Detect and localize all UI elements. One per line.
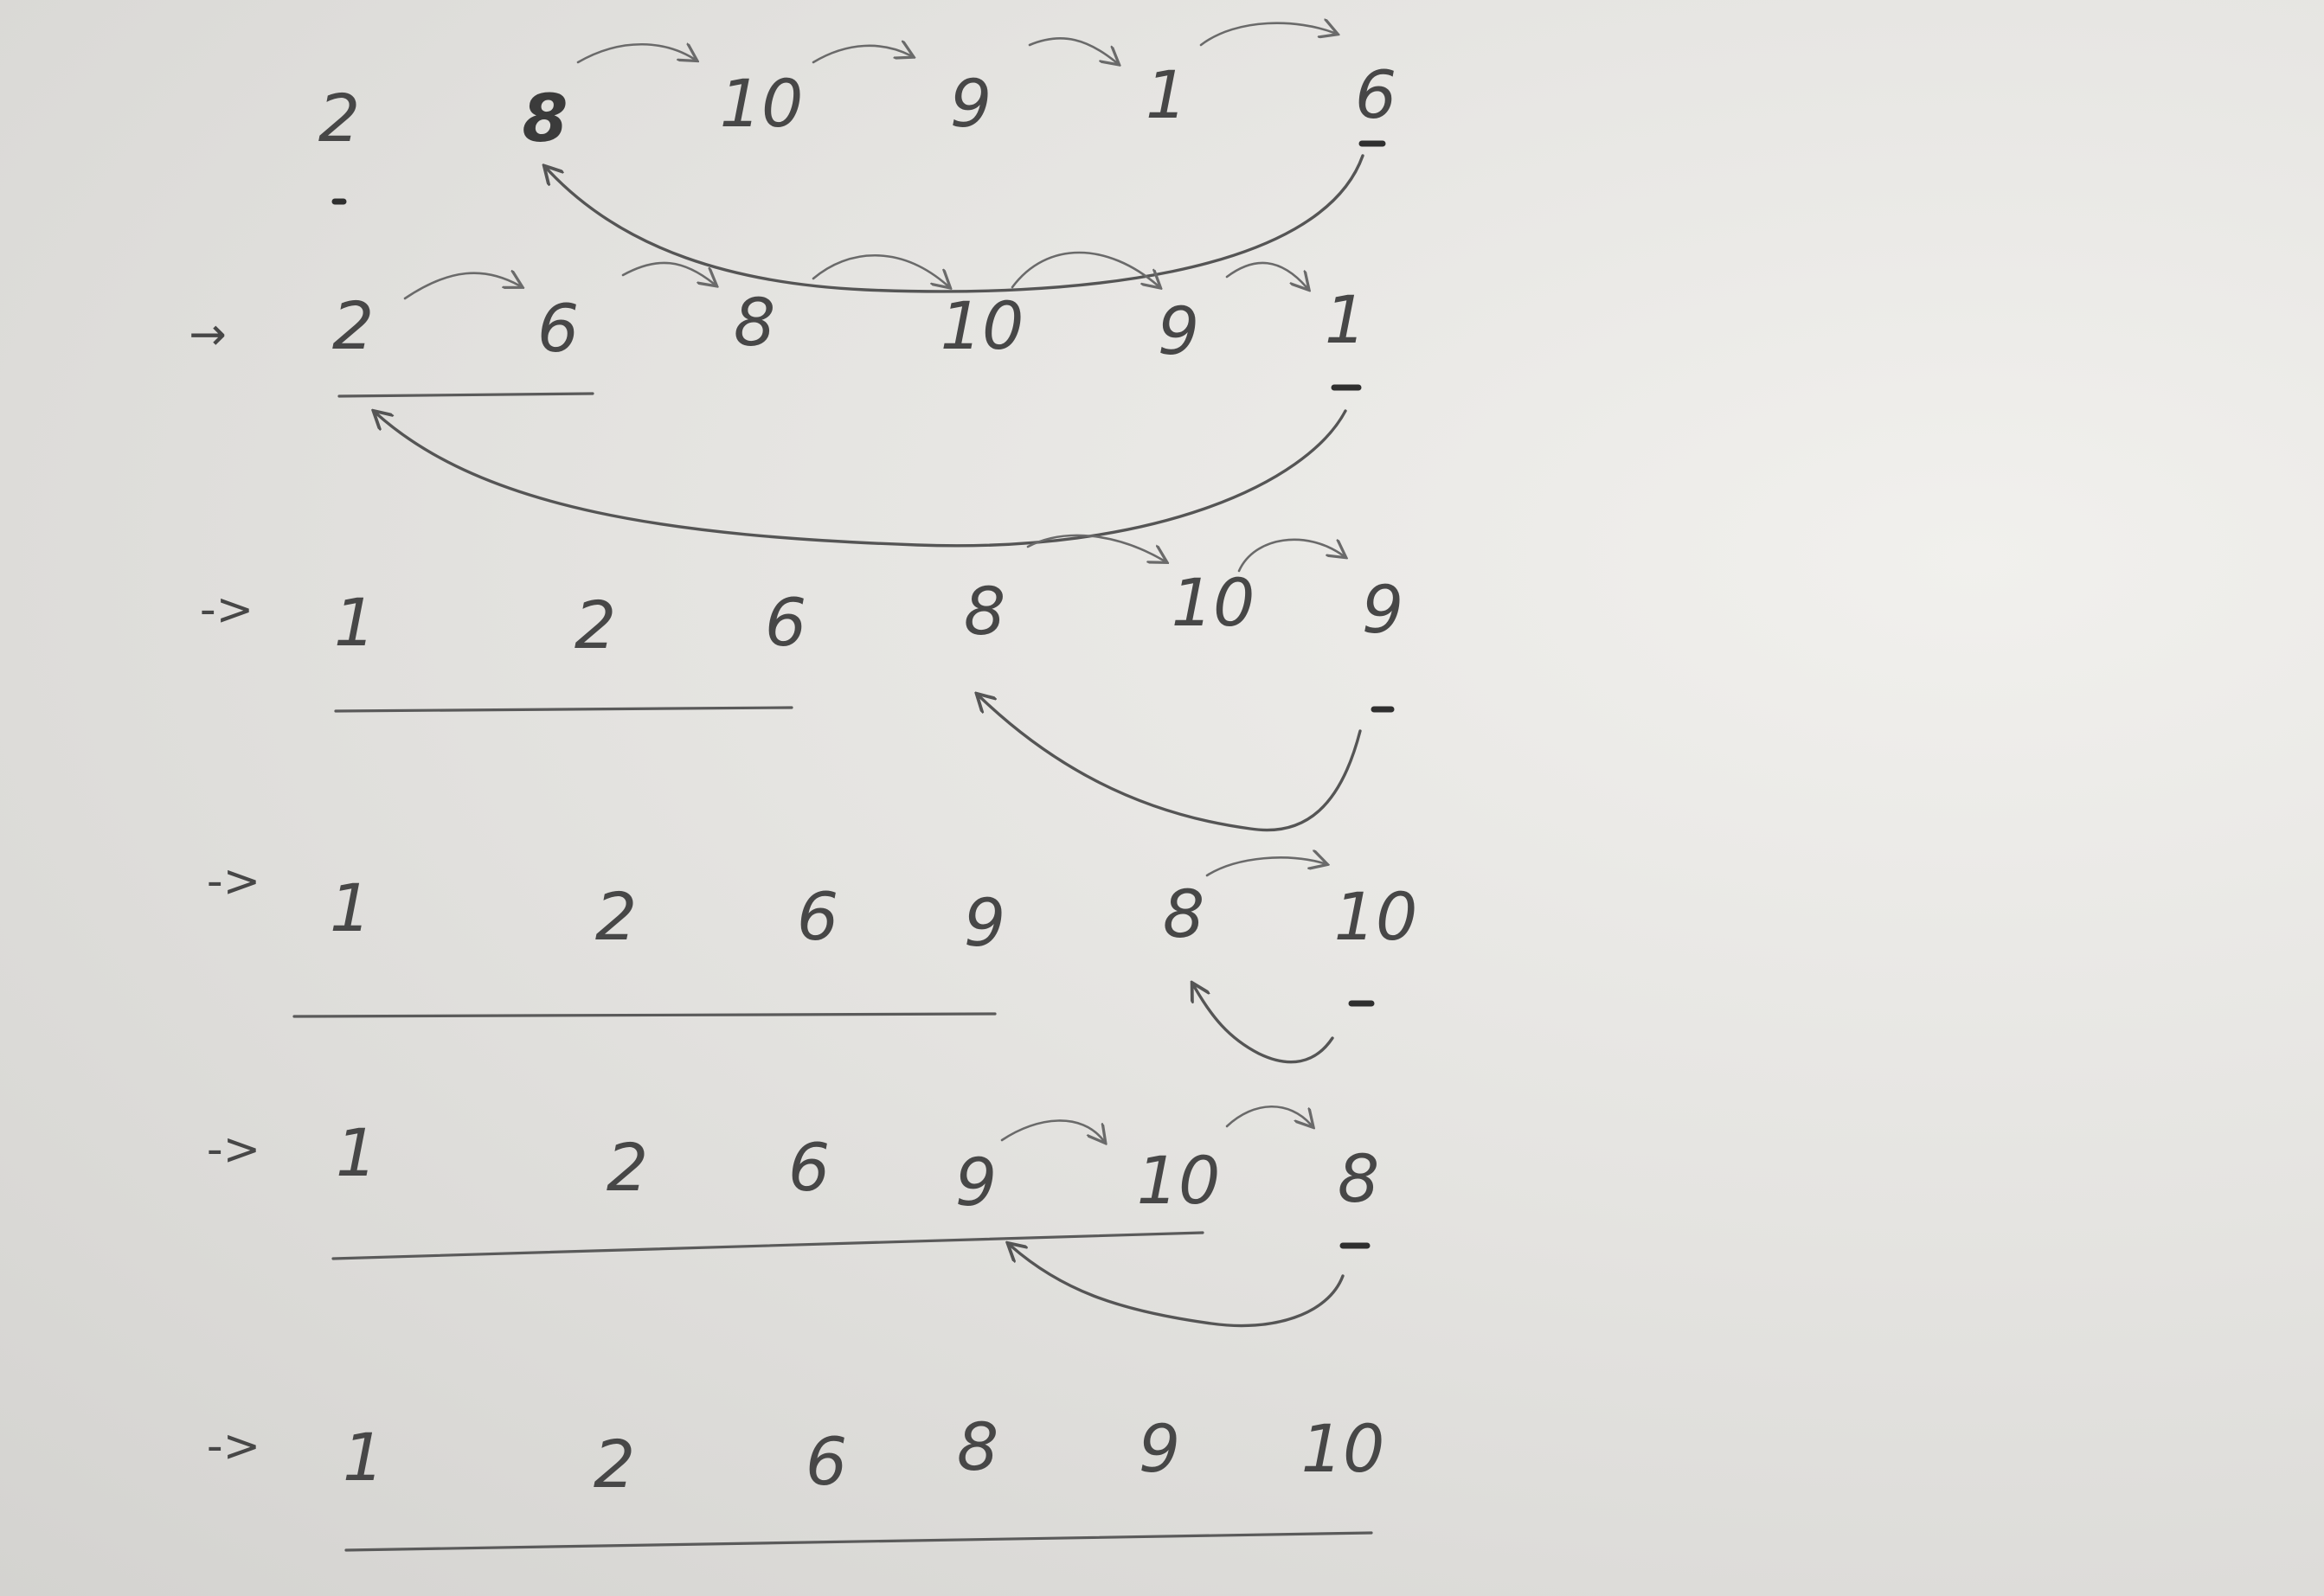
row-6-value-4: 8 xyxy=(957,1408,998,1485)
row-6-value-2: 2 xyxy=(594,1426,635,1503)
row-2-value-4: 10 xyxy=(941,287,1024,364)
row-4-value-5: 8 xyxy=(1163,875,1204,952)
row-1-shift-arrow-d xyxy=(1199,23,1334,47)
row-1-value-4: 9 xyxy=(950,65,992,142)
row-6-arrow: -> xyxy=(207,1420,260,1472)
row-1-shift-arrow-a xyxy=(576,44,694,64)
row-5-value-1: 1 xyxy=(336,1114,377,1191)
row-1-shift-arrow-c xyxy=(1028,37,1116,62)
row-5-arrow: -> xyxy=(207,1124,260,1176)
row-1-value-5: 1 xyxy=(1146,56,1187,133)
row-2-shift-arrow-b xyxy=(621,261,714,284)
row-2-shift-arrow-a xyxy=(403,273,519,300)
row-5-value-5: 10 xyxy=(1137,1142,1221,1219)
row-2-shift-arrow-c xyxy=(812,253,947,285)
row-1-value-3: 10 xyxy=(720,65,804,142)
row-4-insert-arrow xyxy=(1194,986,1334,1064)
row-3-value-4: 8 xyxy=(964,573,1005,650)
row-5-sorted-underline xyxy=(331,1231,1204,1260)
row-3-value-1: 1 xyxy=(334,584,376,661)
row-3-sorted-underline xyxy=(334,706,793,713)
row-1: 2 8 10 9 1 6 xyxy=(318,56,1396,157)
row-5-value-4: 9 xyxy=(955,1144,997,1221)
row-3-arrow: -> xyxy=(200,584,254,636)
row-4-shift-arrow xyxy=(1205,857,1324,877)
row-1-insert-arrow xyxy=(547,154,1364,293)
row-5-value-2: 2 xyxy=(607,1129,648,1206)
row-6: -> 1 2 6 8 9 10 xyxy=(207,1408,1385,1503)
row-6-value-1: 1 xyxy=(343,1419,384,1496)
row-3-shift-arrow-b xyxy=(1237,538,1343,573)
row-3-value-2: 2 xyxy=(575,586,616,663)
row-5-insert-arrow xyxy=(1011,1246,1345,1328)
row-4-value-2: 2 xyxy=(595,878,637,955)
row-4-value-1: 1 xyxy=(330,869,371,946)
row-3-value-3: 6 xyxy=(765,584,806,661)
row-3-insert-arrow xyxy=(979,696,1362,832)
row-2-value-6: 1 xyxy=(1325,281,1366,358)
row-1-value-6: 6 xyxy=(1355,56,1396,133)
row-5-shift-arrow-a xyxy=(1000,1119,1103,1140)
row-2-value-1: 2 xyxy=(332,287,374,364)
row-1-value-2: 8 xyxy=(523,80,568,157)
row-6-sorted-underline xyxy=(344,1531,1373,1552)
row-5-value-6: 8 xyxy=(1338,1140,1379,1217)
row-3-shift-arrow-a xyxy=(1026,534,1164,561)
row-5: -> 1 2 6 9 10 8 xyxy=(207,1114,1379,1221)
row-5-value-3: 6 xyxy=(788,1129,830,1206)
row-6-value-3: 6 xyxy=(806,1423,847,1500)
row-4-sorted-underline xyxy=(292,1012,997,1018)
row-4-value-6: 10 xyxy=(1334,878,1418,955)
row-3: -> 1 2 6 8 10 9 xyxy=(200,564,1403,663)
row-3-value-6: 9 xyxy=(1362,571,1403,648)
row-2-arrow: → xyxy=(189,309,227,361)
row-1-value-1: 2 xyxy=(318,80,360,157)
row-5-shift-arrow-b xyxy=(1225,1105,1311,1126)
row-4: -> 1 2 6 9 8 10 xyxy=(207,856,1418,961)
row-6-value-5: 9 xyxy=(1139,1410,1180,1487)
row-2-value-3: 8 xyxy=(734,284,775,361)
row-2-shift-arrow-e xyxy=(1225,261,1306,287)
row-3-value-5: 10 xyxy=(1172,564,1255,641)
row-4-arrow: -> xyxy=(207,856,260,907)
row-1-shift-arrow-b xyxy=(812,46,910,64)
row-4-value-4: 9 xyxy=(964,884,1005,961)
row-2-sorted-underline xyxy=(337,392,594,398)
row-6-value-6: 10 xyxy=(1301,1410,1385,1487)
row-2-insert-arrow xyxy=(376,411,1347,548)
row-2-value-2: 6 xyxy=(537,290,579,367)
row-2: → 2 6 8 10 9 1 xyxy=(189,281,1366,369)
row-2-shift-arrow-d xyxy=(1011,251,1158,287)
row-4-value-3: 6 xyxy=(797,878,838,955)
row-2-value-5: 9 xyxy=(1158,292,1199,369)
